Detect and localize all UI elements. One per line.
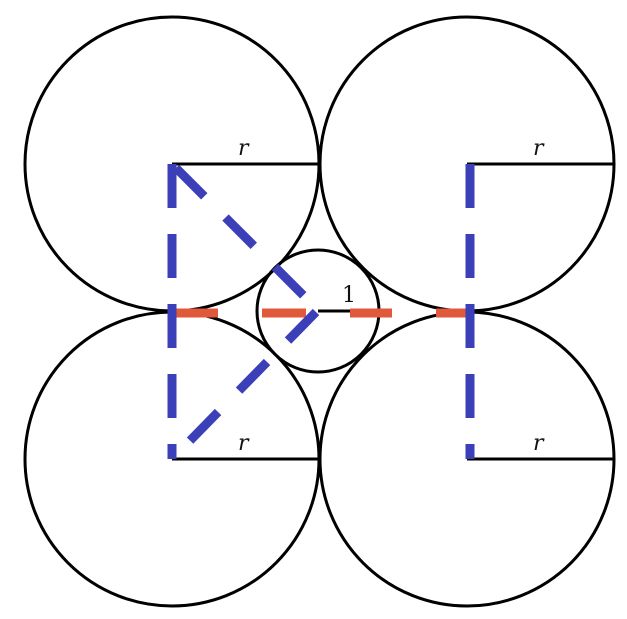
- blue-dash-diagonal-lower: [172, 308, 320, 459]
- radius-label-top-left: r: [238, 136, 250, 161]
- radius-label-bottom-right: r: [533, 431, 545, 456]
- radius-label-bottom-left: r: [238, 431, 250, 456]
- small-radius-label: 1: [342, 283, 356, 308]
- radius-label-top-right: r: [533, 136, 545, 161]
- blue-dash-diagonal-upper: [172, 164, 320, 312]
- blue-dashed-lines: [167, 164, 475, 459]
